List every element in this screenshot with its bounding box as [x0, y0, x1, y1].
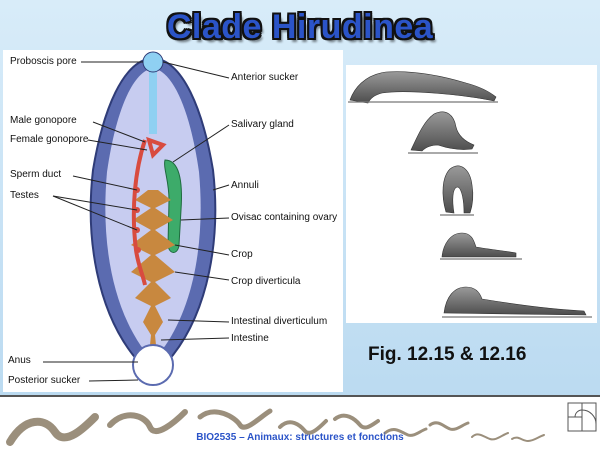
label-crop-diverticula: Crop diverticula — [231, 276, 300, 287]
label-female-gonopore: Female gonopore — [10, 134, 88, 145]
label-ovisac: Ovisac containing ovary — [231, 212, 337, 223]
footer-course-title: BIO2535 – Animaux: structures et fonctio… — [0, 432, 600, 443]
slide-title: Clade Hirudinea — [0, 8, 600, 47]
label-posterior-sucker: Posterior sucker — [8, 375, 80, 386]
label-testes: Testes — [10, 190, 39, 201]
label-intestine: Intestine — [231, 333, 269, 344]
leech-stage-5 — [444, 287, 586, 315]
figure-caption: Fig. 12.15 & 12.16 — [368, 344, 526, 366]
leech-stage-4 — [442, 233, 516, 257]
leech-stage-1 — [350, 72, 496, 103]
leech-anatomy-panel: Proboscis pore Male gonopore Female gono… — [3, 50, 343, 392]
spiral-logo-icon — [568, 403, 596, 431]
label-crop: Crop — [231, 249, 253, 260]
leech-stage-3 — [443, 166, 473, 213]
footer-worms-decoration — [0, 397, 600, 453]
proboscis — [149, 64, 157, 134]
label-male-gonopore: Male gonopore — [10, 115, 77, 126]
label-proboscis-pore: Proboscis pore — [10, 56, 77, 67]
label-annuli: Annuli — [231, 180, 259, 191]
anterior-sucker-shape — [143, 52, 163, 72]
label-salivary-gland: Salivary gland — [231, 119, 294, 130]
label-anus: Anus — [8, 355, 31, 366]
label-sperm-duct: Sperm duct — [10, 169, 61, 180]
label-anterior-sucker: Anterior sucker — [231, 72, 298, 83]
label-intestinal-diverticulum: Intestinal diverticulum — [231, 316, 327, 327]
leech-locomotion-figure — [346, 65, 597, 323]
locomotion-figure-panel — [346, 65, 597, 323]
posterior-sucker-shape — [133, 345, 173, 385]
leech-stage-2 — [411, 112, 474, 151]
footer-bar — [0, 395, 600, 453]
